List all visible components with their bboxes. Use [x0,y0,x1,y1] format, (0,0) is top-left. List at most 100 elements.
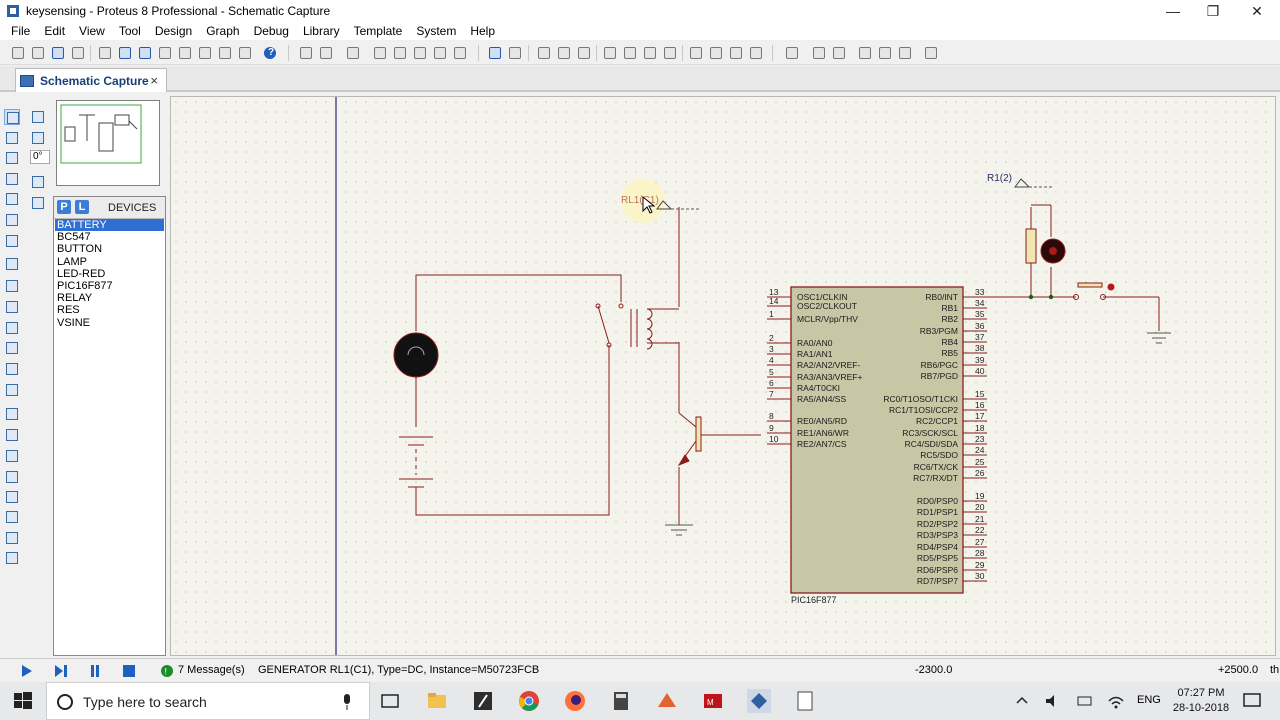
refresh-icon[interactable] [298,45,314,61]
text-script-icon[interactable] [4,191,20,207]
goto-sheet-icon[interactable] [897,45,913,61]
undo-icon[interactable] [487,45,503,61]
task-view-icon[interactable] [378,689,402,713]
windows-start-icon[interactable] [11,689,35,713]
text-tool-icon[interactable] [4,509,20,525]
device-item-battery[interactable]: BATTERY [55,219,164,232]
line-tool-icon[interactable] [4,406,20,422]
origin-icon[interactable] [345,45,361,61]
pause-icon[interactable] [88,664,102,678]
rotation-angle-field[interactable]: 0° [30,150,50,164]
pan-icon[interactable] [372,45,388,61]
device-item-relay[interactable]: RELAY [57,292,93,305]
input-language[interactable]: ENG [1137,694,1161,706]
grid-toggle-icon[interactable] [318,45,334,61]
gerber-icon[interactable] [157,45,173,61]
battery-icon[interactable] [1076,689,1094,713]
chevron-up-icon[interactable] [1014,689,1030,713]
device-item-lamp[interactable]: LAMP [57,255,87,268]
arc-tool-icon[interactable] [4,469,20,485]
pick-device-icon[interactable] [688,45,704,61]
rotate-clockwise-icon[interactable] [30,109,46,125]
open-file-icon[interactable] [30,45,46,61]
close-window-button[interactable]: ✕ [1251,2,1263,19]
design-explorer-icon[interactable] [237,45,253,61]
taskbar-clock[interactable]: 07:27 PM 28-10-2018 [1168,686,1234,716]
help-icon[interactable] [262,45,278,61]
block-copy-icon[interactable] [602,45,618,61]
file-explorer-icon[interactable] [425,689,449,713]
maximize-button[interactable]: ❐ [1206,2,1220,19]
menu-template[interactable]: Template [353,24,403,38]
selection-mode-icon[interactable] [4,109,20,125]
remove-sheet-icon[interactable] [877,45,893,61]
home-icon[interactable] [97,45,113,61]
message-count[interactable]: 7 Message(s) [178,664,245,676]
overview-window[interactable] [56,100,160,186]
make-device-icon[interactable] [708,45,724,61]
minimize-button[interactable]: — [1166,3,1180,19]
graph-mode-icon[interactable] [4,299,20,315]
generator-icon[interactable] [4,340,20,356]
wire-label-icon[interactable] [4,171,20,187]
circle-tool-icon[interactable] [4,448,20,464]
new-sheet-icon[interactable] [857,45,873,61]
play-icon[interactable] [20,664,34,678]
source-code-icon[interactable] [217,45,233,61]
buses-icon[interactable] [4,212,20,228]
copy-icon[interactable] [556,45,572,61]
device-item-pic16f877[interactable]: PIC16F877 [57,279,113,292]
notepad-icon[interactable] [793,689,817,713]
app-icon-green[interactable] [471,689,495,713]
netlist-icon[interactable] [923,45,939,61]
stop-icon[interactable] [122,664,136,678]
step-icon[interactable] [54,664,68,678]
search-tag-icon[interactable] [811,45,827,61]
device-item-vsine[interactable]: VSINE [57,316,91,329]
library-manager-button[interactable]: L [75,200,89,214]
proteus-taskbar-icon[interactable] [747,689,771,713]
packaging-tool-icon[interactable] [728,45,744,61]
subcircuit-icon[interactable] [4,233,20,249]
schematic-icon[interactable] [117,45,133,61]
rotate-anticlockwise-icon[interactable] [30,130,46,146]
device-item-led-red[interactable]: LED-RED [57,267,106,280]
menu-debug[interactable]: Debug [253,24,289,38]
save-icon[interactable] [50,45,66,61]
mplab-icon[interactable]: M [701,689,725,713]
device-item-res[interactable]: RES [57,304,80,317]
virtual-instruments-icon[interactable] [4,382,20,398]
mirror-vertical-icon[interactable] [30,195,46,211]
mirror-horizontal-icon[interactable] [30,174,46,190]
component-mode-icon[interactable] [4,130,20,146]
matlab-icon[interactable] [655,689,679,713]
symbol-tool-icon[interactable] [4,530,20,546]
menu-file[interactable]: File [11,24,31,38]
junction-dot-icon[interactable] [4,150,20,166]
block-rotate-icon[interactable] [642,45,658,61]
3d-view-icon[interactable] [177,45,193,61]
pcb-layout-icon[interactable] [137,45,153,61]
path-tool-icon[interactable] [4,489,20,505]
property-assignment-icon[interactable] [831,45,847,61]
menu-edit[interactable]: Edit [44,24,66,38]
chrome-icon[interactable] [517,689,541,713]
menu-view[interactable]: View [79,24,105,38]
device-pins-icon[interactable] [4,278,20,294]
device-item-bc547[interactable]: BC547 [57,231,91,244]
zoom-all-icon[interactable] [432,45,448,61]
marker-tool-icon[interactable] [4,550,20,566]
zoom-area-icon[interactable] [452,45,468,61]
close-project-icon[interactable] [70,45,86,61]
calculator-icon[interactable] [609,689,633,713]
wifi-icon[interactable] [1106,689,1126,713]
zoom-out-icon[interactable] [412,45,428,61]
microphone-icon[interactable] [341,692,353,712]
bom-icon[interactable] [197,45,213,61]
notification-icon[interactable] [1240,689,1264,713]
new-file-icon[interactable] [10,45,26,61]
paste-icon[interactable] [576,45,592,61]
menu-system[interactable]: System [416,24,457,38]
zoom-in-icon[interactable] [392,45,408,61]
pick-devices-button[interactable]: P [57,200,71,214]
